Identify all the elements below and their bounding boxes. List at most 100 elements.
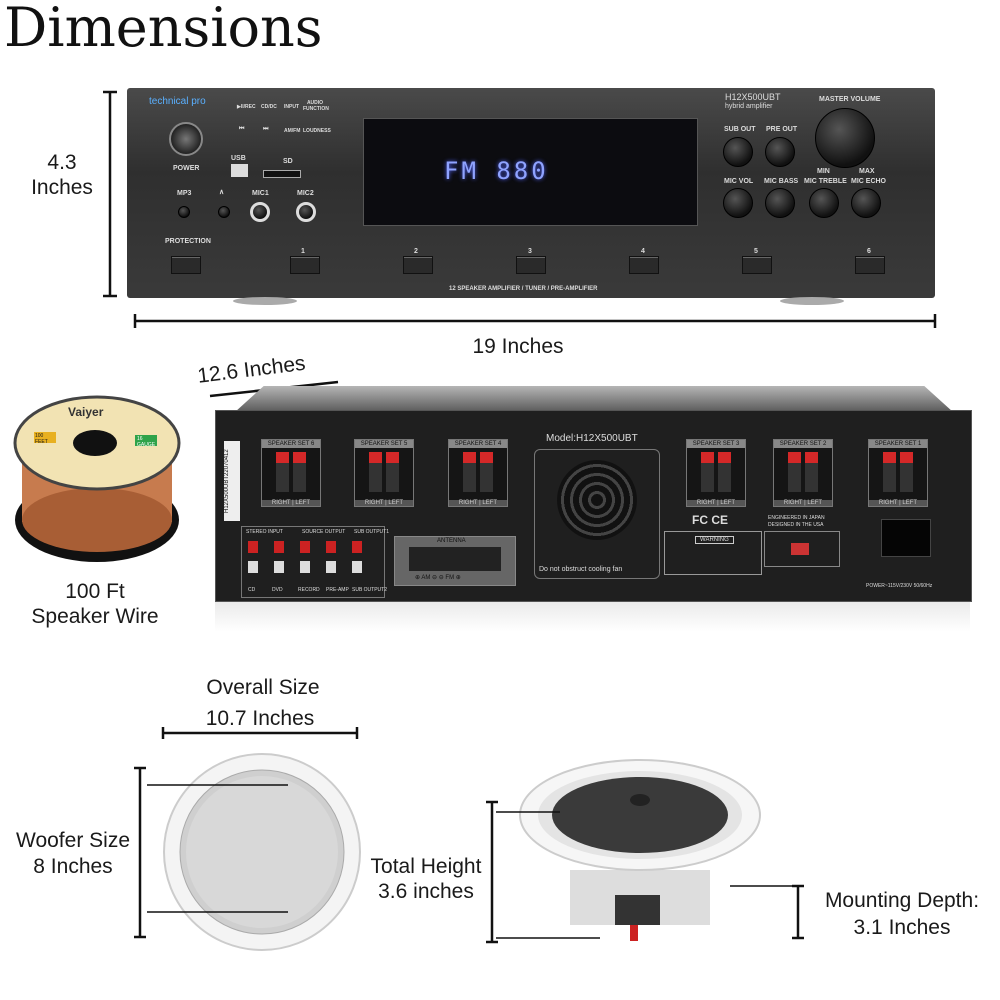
rca-header: SUB OUTPUT1 [354, 529, 390, 535]
power-inlet[interactable] [881, 519, 931, 557]
warning-text: WARNING [695, 536, 734, 544]
speaker-button-3[interactable] [516, 256, 546, 274]
min-label: MIN [817, 168, 830, 175]
button-label: ⏮ [239, 126, 245, 132]
speaker-button-label: 6 [867, 248, 871, 255]
speaker-set-label: SPEAKER SET 2 [774, 440, 832, 448]
mic2-jack[interactable] [296, 202, 316, 222]
voltage-switch[interactable] [764, 531, 840, 567]
jack-label: MIC2 [297, 190, 314, 197]
power-label: POWER [173, 165, 200, 172]
power-button[interactable] [169, 122, 203, 156]
knob-label: MIC BASS [764, 178, 799, 185]
wire-brand: Vaiyer [68, 405, 104, 419]
sub-out-knob[interactable] [723, 137, 753, 167]
speaker-button-label: 4 [641, 248, 645, 255]
reflection [215, 602, 970, 632]
mic-treble-knob[interactable] [809, 188, 839, 218]
knob-label: MIC ECHO [851, 178, 886, 185]
knob-label: SUB OUT [724, 126, 756, 133]
speaker-button-2[interactable] [403, 256, 433, 274]
right-label: RIGHT [364, 500, 384, 506]
display-frequency: FM 880 [444, 157, 549, 185]
protection-label: PROTECTION [165, 238, 211, 245]
model-label: H12X500UBT [725, 92, 781, 102]
headphone-icon: ∧ [219, 189, 225, 196]
width-label: 19 Inches [472, 335, 564, 358]
antenna-terminal[interactable]: ANTENNA ⊕ AM ⊖ ⊖ FM ⊕ [394, 536, 516, 586]
button-label: ⏭ [263, 126, 269, 132]
power-rating: POWER~115V/230V 50/60Hz [866, 583, 933, 589]
right-label: RIGHT [271, 500, 291, 506]
right-label: RIGHT [783, 500, 803, 506]
feet-badge: 100 FEET [35, 433, 48, 445]
certification-marks: FC CE [692, 513, 728, 527]
button-label: LOUDNESS [303, 128, 331, 134]
speaker-button-4[interactable] [629, 256, 659, 274]
ceiling-speaker-side [519, 759, 761, 941]
speaker-wire-spool [13, 395, 181, 562]
protection-button[interactable] [171, 256, 201, 274]
mounting-depth-value: 3.1 Inches [853, 916, 951, 939]
left-label: LEFT [807, 500, 823, 506]
right-label: RIGHT [878, 500, 898, 506]
master-volume-knob[interactable] [815, 108, 875, 168]
knob-label: PRE OUT [766, 126, 798, 133]
jack-label: MP3 [177, 190, 192, 197]
left-label: LEFT [482, 500, 498, 506]
total-height-value: 3.6 inches [378, 880, 474, 903]
knob-label: MIC TREBLE [804, 178, 847, 185]
usb-label: USB [231, 155, 246, 162]
speaker-button-1[interactable] [290, 256, 320, 274]
speaker-button-6[interactable] [855, 256, 885, 274]
sd-slot[interactable] [263, 170, 301, 178]
button-label: AUDIO FUNCTION [303, 100, 329, 112]
left-label: LEFT [388, 500, 404, 506]
rear-model-label: Model:H12X500UBT [546, 433, 638, 444]
rca-label: CD [248, 587, 256, 593]
knob-label: MIC VOL [724, 178, 754, 185]
mic-bass-knob[interactable] [765, 188, 795, 218]
jack-label: MIC1 [252, 190, 269, 197]
rca-panel: STEREO INPUT SOURCE OUTPUT SUB OUTPUT1 C… [241, 526, 389, 598]
engineered-label: ENGINEERED IN JAPAN [768, 515, 825, 521]
usb-port[interactable] [231, 164, 248, 177]
left-label: LEFT [720, 500, 736, 506]
speaker-set-label: SPEAKER SET 6 [262, 440, 320, 448]
woofer-size-value: 8 Inches [33, 855, 113, 878]
speaker-button-label: 5 [754, 248, 758, 255]
button-label: INPUT [284, 104, 299, 110]
brand-logo: technical pro [149, 96, 206, 107]
speaker-button-label: 2 [414, 248, 418, 255]
pre-out-knob[interactable] [765, 137, 795, 167]
sd-label: SD [283, 158, 293, 165]
speaker-set-label: SPEAKER SET 4 [449, 440, 507, 448]
height-label: 4.3 Inches [28, 150, 96, 200]
headphone-jack[interactable] [218, 206, 230, 218]
rca-label: DVD [272, 587, 283, 593]
button-label: CD/DC [261, 104, 277, 110]
speaker-button-5[interactable] [742, 256, 772, 274]
vfd-display: FM 880 [363, 118, 698, 226]
amp-footer-text: 12 SPEAKER AMPLIFIER / TUNER / PRE-AMPLI… [449, 286, 598, 292]
mic-vol-knob[interactable] [723, 188, 753, 218]
serial-label: H12X500UBT22070412 [224, 441, 240, 521]
mic1-jack[interactable] [250, 202, 270, 222]
speaker-set-label: SPEAKER SET 5 [355, 440, 413, 448]
mic-echo-knob[interactable] [851, 188, 881, 218]
right-label: RIGHT [458, 500, 478, 506]
amplifier-front-panel: technical pro POWER ▶II/REC CD/DC INPUT … [127, 88, 935, 298]
left-label: LEFT [902, 500, 918, 506]
mp3-jack[interactable] [178, 206, 190, 218]
rca-label: RECORD [298, 587, 320, 593]
cooling-fan: Do not obstruct cooling fan [534, 449, 660, 579]
rca-label: PRE-AMP [326, 587, 349, 593]
height-unit: Inches [31, 176, 93, 199]
